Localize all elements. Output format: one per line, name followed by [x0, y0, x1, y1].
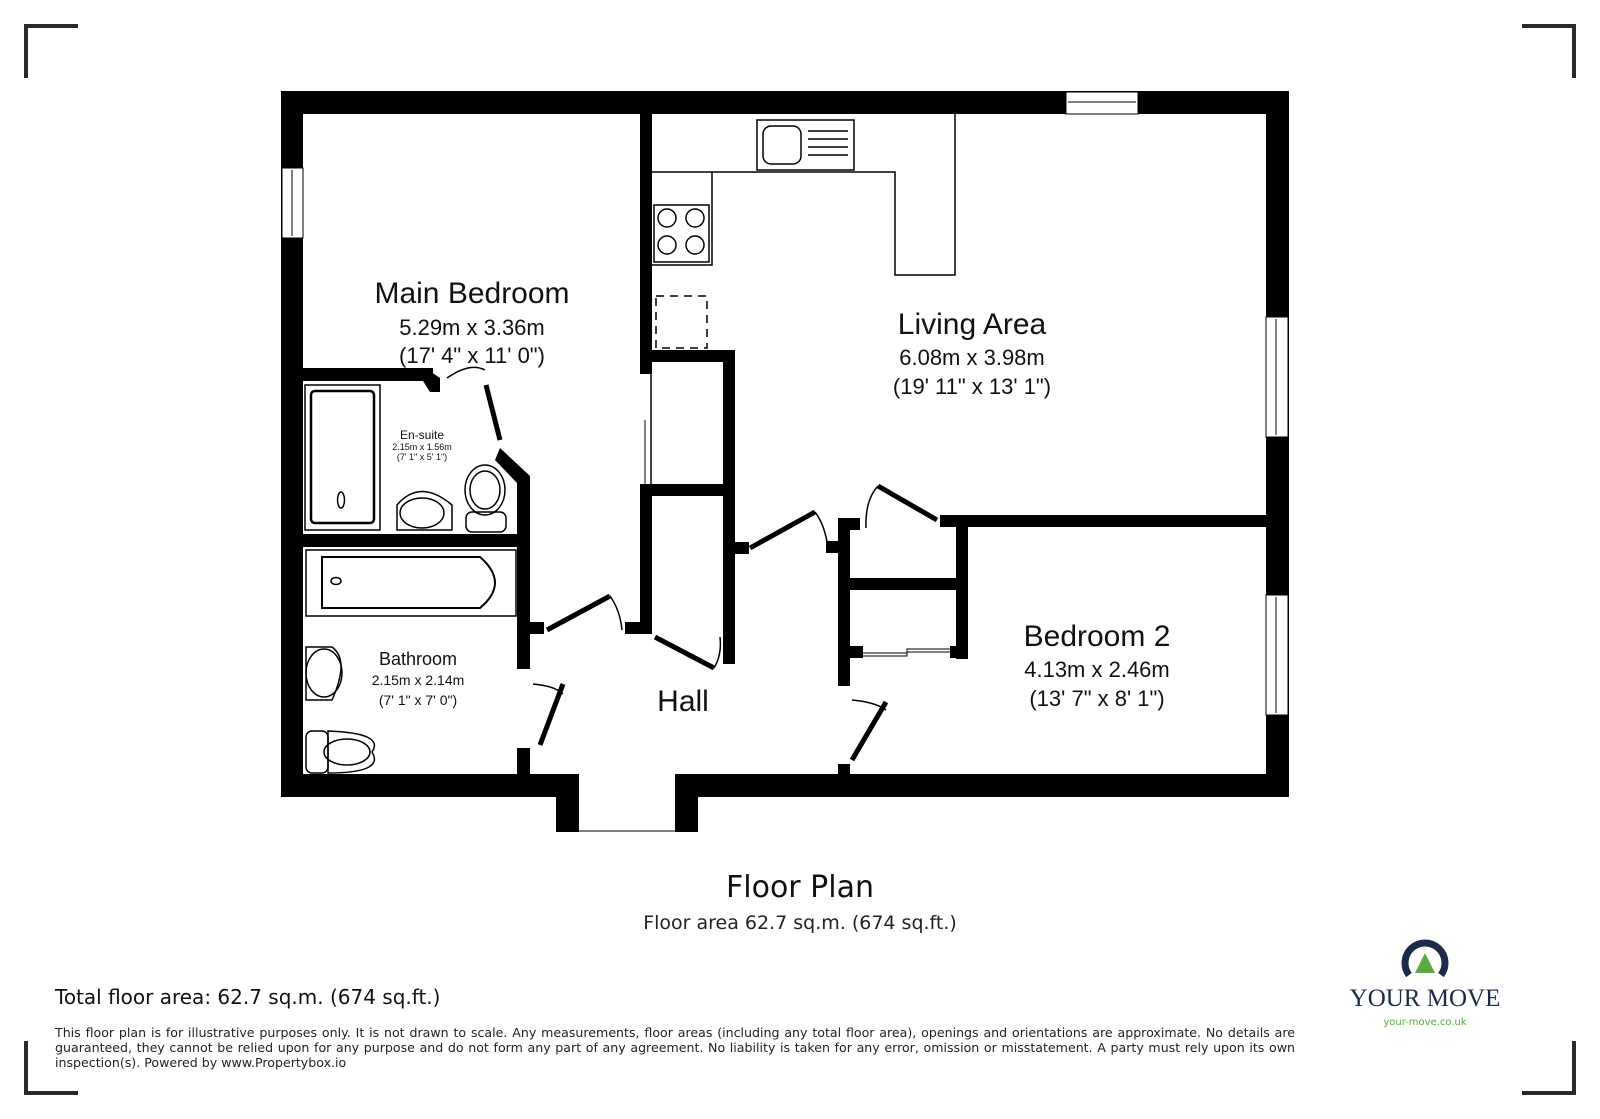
room-size-bedroom-2: 4.13m x 2.46m: [1024, 657, 1170, 682]
bathroom-fixtures: [304, 384, 517, 774]
room-size-ensuite: 2.15m x 1.56m: [392, 442, 452, 452]
room-name-main-bedroom: Main Bedroom: [374, 277, 569, 310]
appliance-space-icon: [655, 295, 708, 349]
room-name-bathroom: Bathroom: [379, 649, 457, 669]
room-size-imperial-bedroom-2: (13' 7" x 8' 1"): [1029, 686, 1164, 711]
crop-mark-bottom-right: [1522, 1041, 1576, 1095]
room-size-main-bedroom: 5.29m x 3.36m: [399, 315, 545, 340]
total-floor-area: Total floor area: 62.7 sq.m. (674 sq.ft.…: [55, 985, 441, 1009]
hob-icon: [653, 204, 710, 263]
doors: [446, 366, 953, 762]
room-size-imperial-living-area: (19' 11" x 13' 1"): [893, 374, 1051, 399]
sink-icon: [756, 119, 855, 171]
walls: [281, 91, 1289, 832]
room-labels: Main Bedroom 5.29m x 3.36m (17' 4" x 11'…: [372, 277, 1171, 718]
plan-title: Floor Plan: [726, 870, 874, 905]
plan-floor-area: Floor area 62.7 sq.m. (674 sq.ft.): [643, 912, 957, 934]
disclaimer-text: This floor plan is for illustrative purp…: [55, 1025, 1295, 1070]
room-name-bedroom-2: Bedroom 2: [1024, 620, 1171, 653]
room-name-hall: Hall: [657, 685, 709, 718]
windows: [281, 91, 1289, 832]
room-name-living-area: Living Area: [898, 308, 1047, 341]
brand-name: YOUR MOVE: [1349, 985, 1501, 1012]
room-size-imperial-ensuite: (7' 1" x 5' 1"): [397, 452, 447, 462]
room-size-bathroom: 2.15m x 2.14m: [372, 672, 465, 688]
crop-mark-bottom-left: [24, 1041, 78, 1095]
room-name-ensuite: En-suite: [400, 428, 444, 442]
room-size-living-area: 6.08m x 3.98m: [899, 345, 1045, 370]
room-size-imperial-main-bedroom: (17' 4" x 11' 0"): [399, 343, 545, 368]
crop-mark-top-right: [1522, 24, 1576, 78]
crop-mark-top-left: [24, 24, 78, 78]
brand-url: your-move.co.uk: [1383, 1017, 1467, 1028]
kitchen-fixtures: [652, 114, 956, 349]
location-pin-icon: [1401, 939, 1449, 978]
room-size-imperial-bathroom: (7' 1" x 7' 0"): [379, 692, 457, 708]
